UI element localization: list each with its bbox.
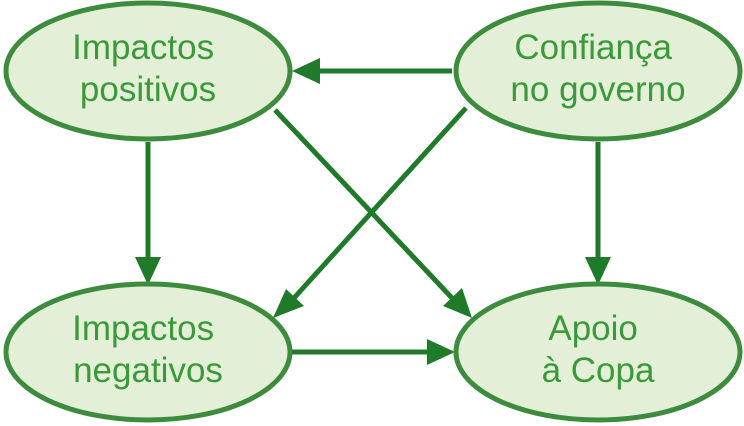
arrow-negativos-to-apoio: [292, 339, 455, 365]
node-impactos-positivos-line2: positivos: [80, 70, 216, 109]
node-impactos-negativos-line1: Impactos: [72, 309, 214, 348]
node-impactos-negativos-label: Impactos negativos: [72, 309, 224, 390]
node-confianca-governo-line2: no governo: [510, 70, 685, 109]
arrow-confianca-to-positivos: [292, 58, 452, 84]
node-apoio-copa-label: Apoio à Copa: [542, 309, 655, 390]
node-impactos-negativos-line2: negativos: [73, 351, 223, 390]
node-apoio-copa-ellipse: [453, 281, 743, 423]
arrow-positivos-to-apoio: [273, 108, 472, 318]
node-confianca-governo-label: Confiança no governo: [510, 28, 685, 109]
node-impactos-positivos: Impactos positivos: [3, 0, 293, 142]
node-impactos-positivos-ellipse: [3, 0, 293, 142]
node-apoio-copa-line1: Apoio: [548, 309, 638, 348]
node-impactos-negativos-ellipse: [3, 281, 293, 423]
node-apoio-copa-line2: à Copa: [542, 351, 655, 390]
arrow-confianca-to-apoio: [585, 142, 611, 285]
node-impactos-positivos-line1: Impactos: [72, 28, 214, 67]
node-impactos-negativos: Impactos negativos: [3, 281, 293, 423]
node-confianca-governo: Confiança no governo: [453, 0, 743, 142]
node-apoio-copa: Apoio à Copa: [453, 281, 743, 423]
node-confianca-governo-line1: Confiança: [514, 28, 672, 67]
arrow-confianca-to-negativos: [273, 106, 468, 318]
node-impactos-positivos-label: Impactos positivos: [72, 28, 224, 109]
arrow-positivos-to-negativos: [135, 142, 161, 285]
edges: [135, 58, 611, 365]
node-confianca-governo-ellipse: [453, 0, 743, 142]
